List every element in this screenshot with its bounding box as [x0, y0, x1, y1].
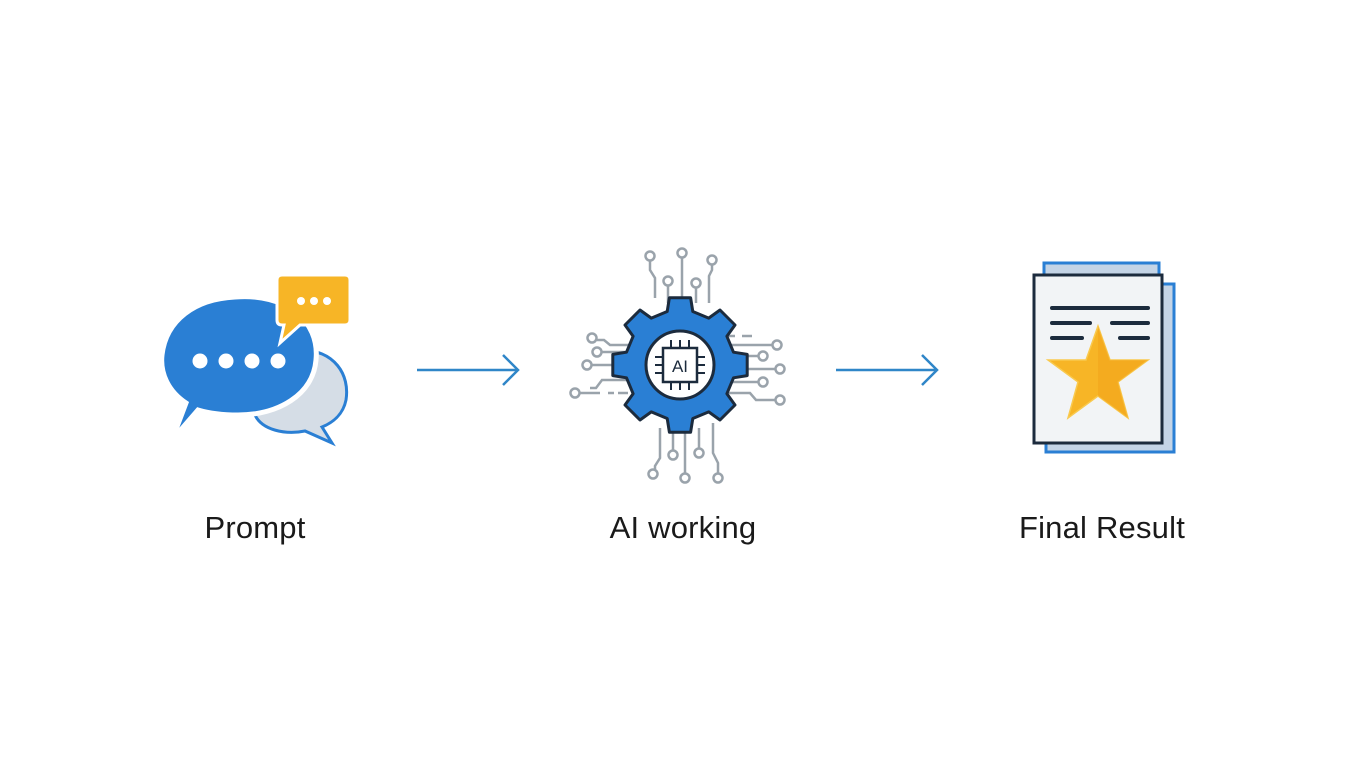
- text-lines: [1050, 306, 1150, 340]
- chip: AI: [655, 340, 705, 390]
- ai-gear-chip-icon: AI: [569, 247, 786, 484]
- typing-dot: [270, 353, 286, 369]
- arrow-right-icon: [417, 354, 520, 386]
- arrow-right-icon: [836, 354, 939, 386]
- circuit-traces: [569, 247, 786, 484]
- chip-label: AI: [672, 357, 688, 376]
- typing-dot: [244, 353, 260, 369]
- yellow-chat-bubble: [275, 273, 352, 348]
- blue-chat-bubble: [159, 294, 319, 442]
- star-icon: [1045, 323, 1151, 420]
- typing-dot: [192, 353, 208, 369]
- document-star-icon: [1032, 261, 1176, 454]
- chat-bubbles-icon: [159, 273, 352, 447]
- step-label-ai-working: AI working: [609, 510, 757, 545]
- step-label-prompt: Prompt: [204, 510, 306, 545]
- step-label-final-result: Final Result: [1018, 510, 1186, 545]
- typing-dot: [218, 353, 234, 369]
